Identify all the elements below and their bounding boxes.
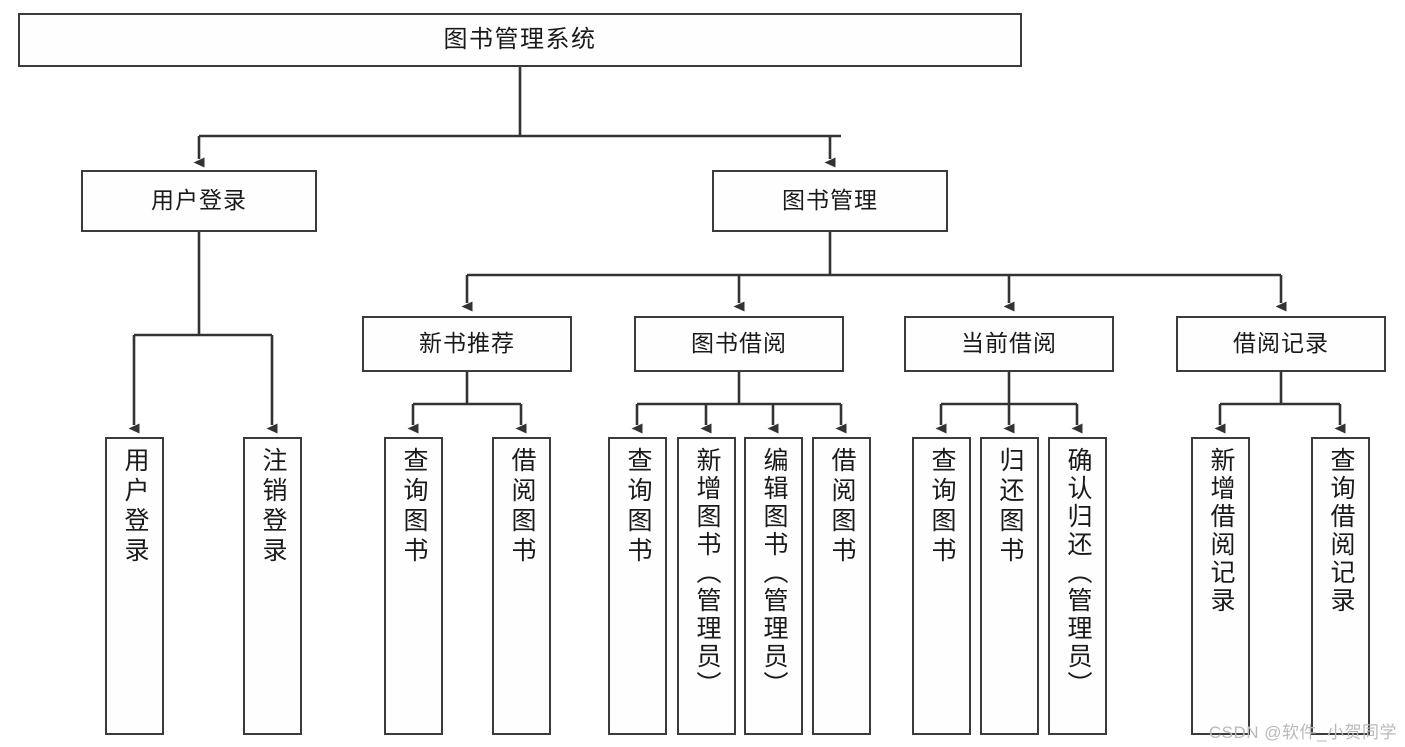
node-label: 查询图书	[624, 447, 652, 567]
node-label: 图书借阅	[691, 330, 787, 357]
node-label: 新增借阅记录	[1207, 447, 1235, 615]
node-label: 图书管理	[782, 187, 878, 214]
leaf-query-book-recommend[interactable]: 查询图书	[384, 437, 443, 735]
node-label: 借阅图书	[828, 447, 856, 567]
csdn-watermark: CSDN @软件_小贺同学	[1208, 723, 1397, 742]
leaf-return-book[interactable]: 归还图书	[980, 437, 1039, 735]
leaf-borrow-book[interactable]: 借阅图书	[812, 437, 871, 735]
leaf-add-book-admin[interactable]: 新增图书（管理员）	[677, 437, 736, 735]
leaf-add-borrow-record[interactable]: 新增借阅记录	[1191, 437, 1250, 735]
node-user-login[interactable]: 用户登录	[81, 170, 317, 232]
node-label: 用户登录	[121, 447, 149, 567]
node-label: 查询图书	[928, 447, 956, 567]
leaf-logout[interactable]: 注销登录	[243, 437, 302, 735]
node-label: 注销登录	[259, 447, 287, 567]
leaf-query-book-borrow[interactable]: 查询图书	[608, 437, 667, 735]
node-label: 新增图书（管理员）	[693, 447, 721, 699]
node-label: 用户登录	[151, 187, 247, 214]
node-label: 图书管理系统	[443, 25, 597, 53]
leaf-query-book-current[interactable]: 查询图书	[912, 437, 971, 735]
leaf-query-borrow-record[interactable]: 查询借阅记录	[1311, 437, 1370, 735]
node-label: 编辑图书（管理员）	[760, 447, 788, 699]
node-root-system[interactable]: 图书管理系统	[18, 13, 1022, 67]
node-label: 归还图书	[996, 447, 1024, 567]
node-label: 确认归还（管理员）	[1064, 447, 1092, 699]
node-label: 查询图书	[400, 447, 428, 567]
node-label: 借阅记录	[1233, 330, 1329, 357]
leaf-edit-book-admin[interactable]: 编辑图书（管理员）	[744, 437, 803, 735]
node-book-management[interactable]: 图书管理	[712, 170, 948, 232]
node-book-borrow[interactable]: 图书借阅	[634, 316, 844, 372]
leaf-borrow-book-recommend[interactable]: 借阅图书	[492, 437, 551, 735]
node-label: 查询借阅记录	[1327, 447, 1355, 615]
leaf-user-login[interactable]: 用户登录	[105, 437, 164, 735]
node-current-borrow[interactable]: 当前借阅	[904, 316, 1114, 372]
node-label: 借阅图书	[508, 447, 536, 567]
node-label: 新书推荐	[419, 330, 515, 357]
leaf-confirm-return-admin[interactable]: 确认归还（管理员）	[1048, 437, 1107, 735]
node-label: 当前借阅	[961, 330, 1057, 357]
node-new-book-recommendation[interactable]: 新书推荐	[362, 316, 572, 372]
node-borrow-record[interactable]: 借阅记录	[1176, 316, 1386, 372]
